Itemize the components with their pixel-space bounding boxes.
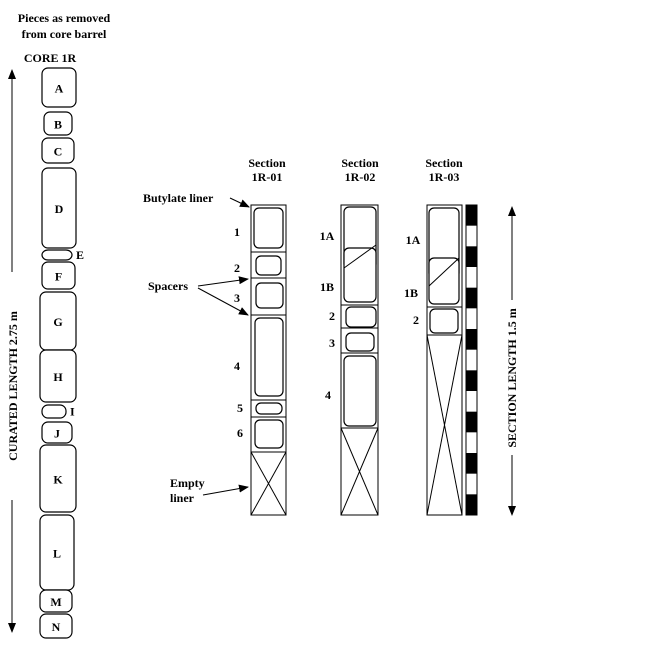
section-piece [343, 355, 377, 427]
spacers-label: Spacers [148, 279, 188, 293]
core-piece-label: E [76, 248, 84, 262]
section-id: 1R-03 [429, 170, 460, 184]
core-piece-n [39, 613, 73, 639]
spacer-arrow-1 [197, 276, 249, 287]
section-piece [345, 306, 377, 328]
piece-label: 6 [237, 426, 243, 440]
core-piece-label: C [54, 145, 63, 159]
section-title: Section [425, 156, 463, 170]
piece-label: 2 [234, 261, 240, 275]
core-piece-label: L [53, 547, 61, 561]
core-piece-a [41, 67, 77, 108]
core-piece-label: N [52, 620, 61, 634]
core-label: CORE 1R [24, 51, 77, 65]
core-piece-h [39, 349, 77, 403]
scale-bar [465, 204, 478, 516]
scale-bar-segment [466, 453, 477, 474]
core-piece-f [41, 261, 76, 290]
piece-label: 1B [320, 280, 334, 294]
section-id: 1R-02 [345, 170, 376, 184]
core-piece-label: H [53, 370, 63, 384]
section-title: Section [248, 156, 286, 170]
empty-liner-label-1: Empty [170, 476, 205, 490]
title-line1: Pieces as removed [18, 11, 111, 25]
empty-liner-cross [250, 451, 287, 516]
piece-label: 2 [329, 309, 335, 323]
scale-bar-segment [466, 205, 477, 226]
spacer-arrow-2 [197, 287, 249, 316]
empty-liner-label-2: liner [170, 491, 195, 505]
scale-bar-segment [466, 329, 477, 350]
scale-bar-segment [466, 287, 477, 309]
core-piece-label: I [70, 405, 75, 419]
piece-label: 1A [320, 229, 335, 243]
piece-label: 1A [406, 233, 421, 247]
piece-label: 4 [325, 388, 331, 402]
fracture-line [428, 257, 460, 287]
piece-label: 3 [234, 291, 240, 305]
core-piece-i [41, 404, 67, 419]
butylate-arrow [229, 197, 250, 208]
scale-bar-segment [466, 411, 477, 433]
liner [250, 204, 287, 516]
core-piece-label: K [53, 473, 63, 487]
core-piece-label: B [54, 118, 62, 132]
core-piece-label: D [55, 202, 64, 216]
section-piece [428, 257, 460, 305]
section-piece [255, 255, 282, 276]
scale-bar-segment [466, 246, 477, 267]
empty-liner-cross [340, 427, 379, 516]
piece-label: 5 [237, 401, 243, 415]
core-piece-label: G [53, 315, 62, 329]
curated-length-label: CURATED LENGTH 2.75 m [6, 311, 20, 461]
core-piece-label: J [54, 427, 60, 441]
core-piece-label: M [50, 595, 61, 609]
section-id: 1R-01 [252, 170, 283, 184]
core-piece-m [39, 589, 73, 613]
piece-label: 3 [329, 336, 335, 350]
fracture-line [343, 244, 377, 269]
section-piece [254, 419, 284, 449]
core-piece-b [43, 111, 73, 136]
piece-label: 1 [234, 225, 240, 239]
liner [340, 204, 379, 516]
core-piece-j [41, 421, 73, 444]
section-piece [255, 282, 284, 309]
piece-label: 1B [404, 286, 418, 300]
piece-label: 2 [413, 313, 419, 327]
section-piece [255, 402, 283, 415]
section-length-label: SECTION LENGTH 1.5 m [505, 308, 519, 447]
liner [426, 204, 463, 516]
core-piece-label: A [55, 82, 64, 96]
core-pieces: A BC D EF G H IJ K L MN [39, 67, 84, 639]
title-line2: from core barrel [22, 27, 107, 41]
core-piece-e [41, 249, 73, 261]
empty-liner-arrow [202, 484, 249, 496]
empty-liner-cross [426, 334, 463, 516]
section-title: Section [341, 156, 379, 170]
section-piece [343, 247, 377, 303]
butylate-liner-label: Butylate liner [143, 191, 214, 205]
section-piece [345, 332, 375, 352]
sections: Section1R-01123456Section1R-021A1B234Sec… [234, 156, 463, 516]
section-piece [253, 207, 284, 249]
section-piece [429, 308, 459, 334]
scale-bar-segment [466, 494, 477, 515]
core-piece-d [41, 167, 77, 249]
piece-label: 4 [234, 359, 240, 373]
scale-bar-segment [466, 370, 477, 391]
core-piece-label: F [55, 270, 62, 284]
core-piece-k [39, 444, 77, 513]
section-piece [254, 317, 284, 397]
core-piece-c [41, 137, 75, 164]
